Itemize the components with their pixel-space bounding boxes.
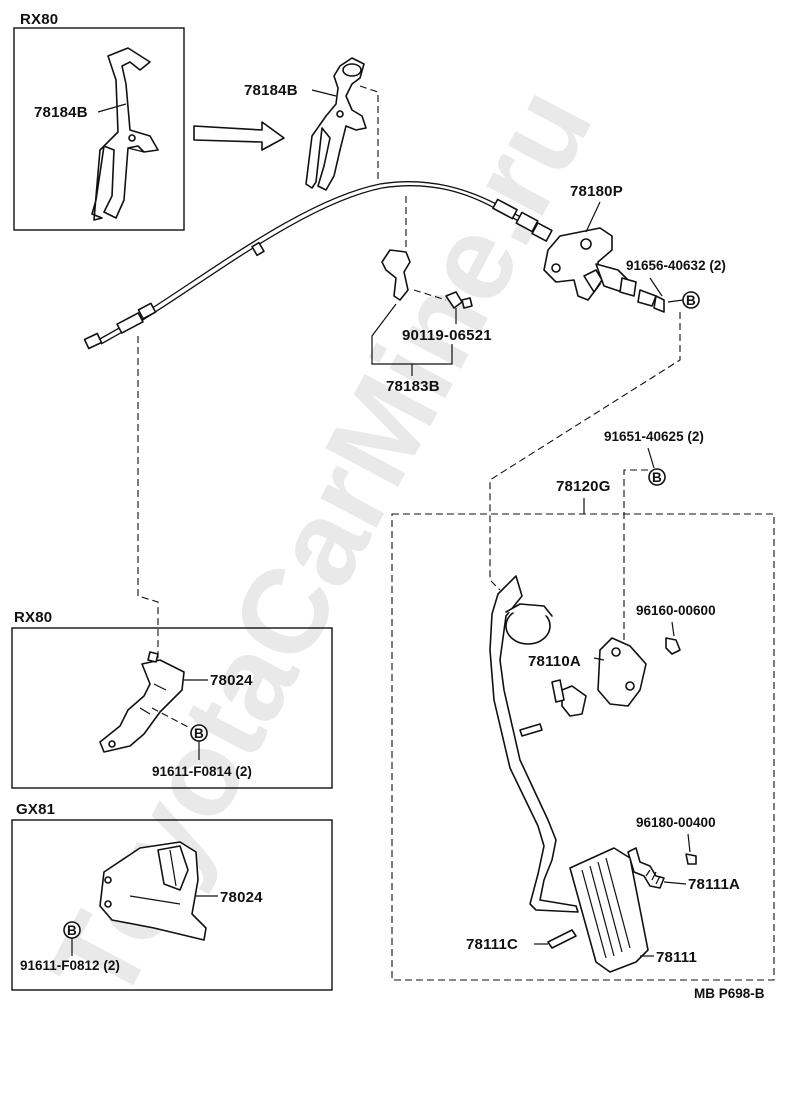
pedal-bracket-78110a [551, 637, 647, 717]
svg-text:B: B [194, 726, 204, 741]
label-78111c: 78111C [466, 936, 518, 953]
svg-text:B: B [67, 923, 77, 938]
lever-78184b [305, 57, 367, 191]
label-78180p: 78180P [570, 183, 623, 200]
label-78183b: 78183B [386, 378, 440, 395]
drawing-code: MB P698-B [694, 986, 765, 1001]
clip-96160-icon [665, 637, 681, 655]
bracket-78024-gx81 [99, 841, 207, 941]
inset-rx80-top: RX80 78184B [13, 11, 185, 231]
inset-rx80-mid: RX80 78024 B 91611-F0814 (2) [11, 609, 333, 789]
inset-title-gx81: GX81 [16, 801, 55, 818]
inset-title-rx80-mid: RX80 [14, 609, 52, 626]
pin-78111c-icon [547, 929, 577, 949]
label-78110a: 78110A [528, 653, 581, 670]
callout-b-icon: B [682, 291, 700, 309]
inset-gx81: GX81 78024 B 91611-F0812 (2) [11, 801, 333, 991]
throttle-cable [83, 181, 553, 350]
callout-b-icon-3: B [190, 724, 208, 742]
inset-title-rx80-top: RX80 [20, 11, 58, 28]
label-96160-00600: 96160-00600 [636, 603, 716, 618]
lever-bracket-drawing [91, 47, 159, 221]
callout-b-icon-4: B [63, 921, 81, 939]
label-91611-f0812: 91611-F0812 (2) [20, 958, 120, 973]
svg-text:B: B [686, 293, 696, 308]
callout-b-icon-2: B [648, 468, 666, 486]
label-78184b: 78184B [244, 82, 298, 99]
cable-clamp-78183b [381, 249, 473, 309]
svg-text:B: B [652, 470, 662, 485]
label-90119-06521: 90119-06521 [402, 327, 492, 344]
label-78024-rx80: 78024 [210, 672, 253, 689]
label-78111a: 78111A [688, 876, 740, 893]
label-91651-40625: 91651-40625 (2) [604, 429, 704, 444]
accelerator-pedal-arm [489, 575, 579, 913]
clip-96180-icon [685, 853, 697, 865]
label-91611-f0814: 91611-F0814 (2) [152, 764, 252, 779]
cable-bracket-78180p [543, 227, 665, 313]
label-96180-00400: 96180-00400 [636, 815, 716, 830]
label-78024-gx81: 78024 [220, 889, 263, 906]
label-78184b-inset: 78184B [34, 104, 88, 121]
bracket-78024-rx80 [99, 651, 185, 753]
label-91656-40632: 91656-40632 (2) [626, 258, 726, 273]
spring-78111a-icon [627, 847, 665, 889]
label-78111: 78111 [656, 949, 697, 966]
arrow-icon [193, 121, 285, 151]
assembly-78120g-box [391, 513, 775, 981]
label-78120g: 78120G [556, 478, 611, 495]
